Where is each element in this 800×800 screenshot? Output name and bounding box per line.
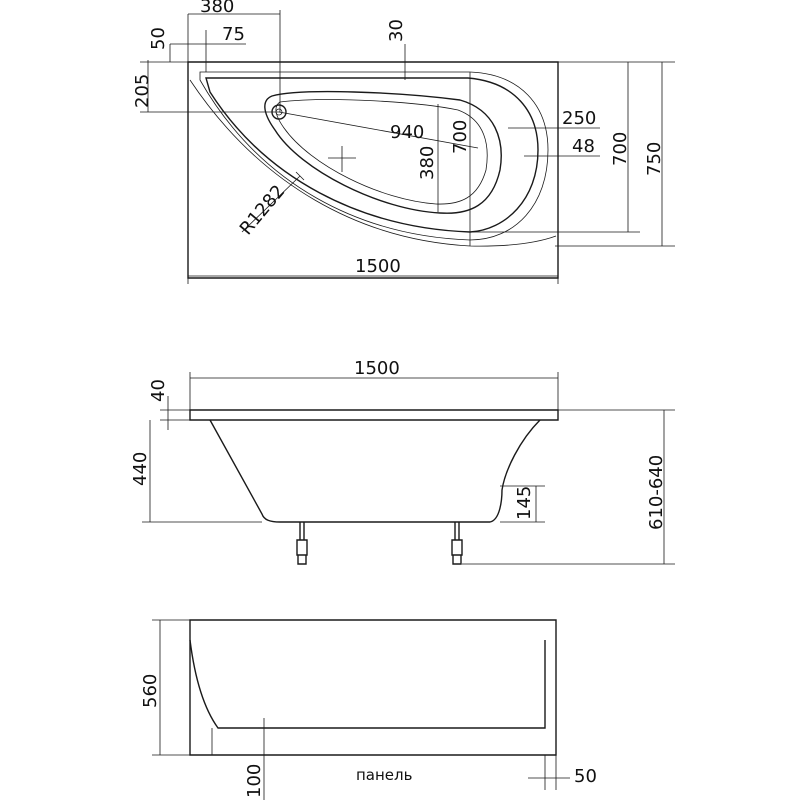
label-940: 940	[390, 122, 424, 143]
side-view: 1500 40 440 145 610-640	[130, 358, 675, 565]
dim-145	[500, 485, 545, 523]
label-700-inner: 700	[450, 120, 471, 154]
dim-top-ext	[169, 10, 281, 112]
label-75: 75	[222, 24, 245, 45]
label-440: 440	[130, 452, 151, 486]
side-rim	[189, 409, 559, 421]
side-leg-left	[296, 522, 308, 565]
label-560: 560	[140, 674, 161, 708]
label-1500-top: 1500	[355, 256, 401, 277]
panel-view: 560 100 панель 50	[140, 619, 597, 800]
label-50-bottom: 50	[574, 766, 597, 787]
label-205: 205	[132, 74, 153, 108]
dim-r1282-line	[241, 171, 305, 233]
top-bowl-outer	[205, 77, 539, 233]
top-rim-outer	[189, 79, 557, 247]
panel-curve	[189, 639, 546, 729]
side-body	[209, 419, 541, 523]
dim-100	[258, 718, 290, 800]
label-145: 145	[514, 486, 535, 520]
top-view: 380 75 50 30 205 940 700 380 250 48 700 …	[132, 0, 675, 284]
dim-700-right	[470, 61, 640, 233]
label-750: 750	[644, 142, 665, 176]
side-leg-right	[451, 522, 463, 565]
label-100: 100	[244, 764, 265, 798]
label-380-inner: 380	[417, 146, 438, 180]
dim-940-line	[278, 111, 479, 149]
center-cross	[328, 146, 356, 172]
label-380-top: 380	[200, 0, 234, 17]
label-r1282: R1282	[236, 181, 290, 239]
label-panel: панель	[356, 766, 412, 784]
label-40: 40	[148, 379, 169, 402]
dim-560	[152, 619, 190, 756]
top-rim-line	[199, 71, 549, 241]
dim-1500-top	[187, 275, 559, 284]
dim-205-line	[140, 60, 280, 113]
dim-40	[160, 396, 190, 430]
dim-610-640	[462, 409, 675, 565]
label-48: 48	[572, 136, 595, 157]
label-50-top: 50	[148, 27, 169, 50]
label-610-640: 610-640	[646, 455, 667, 530]
label-1500-side: 1500	[354, 358, 400, 379]
dim-440	[142, 420, 262, 523]
label-700-right: 700	[610, 132, 631, 166]
label-30: 30	[386, 19, 407, 42]
dim-1500-side	[189, 372, 559, 410]
dim-50-bottom	[528, 755, 570, 790]
top-bowl-inner	[264, 90, 502, 214]
panel-outline	[189, 619, 557, 756]
label-250: 250	[562, 108, 596, 129]
dim-750-right	[555, 61, 675, 247]
